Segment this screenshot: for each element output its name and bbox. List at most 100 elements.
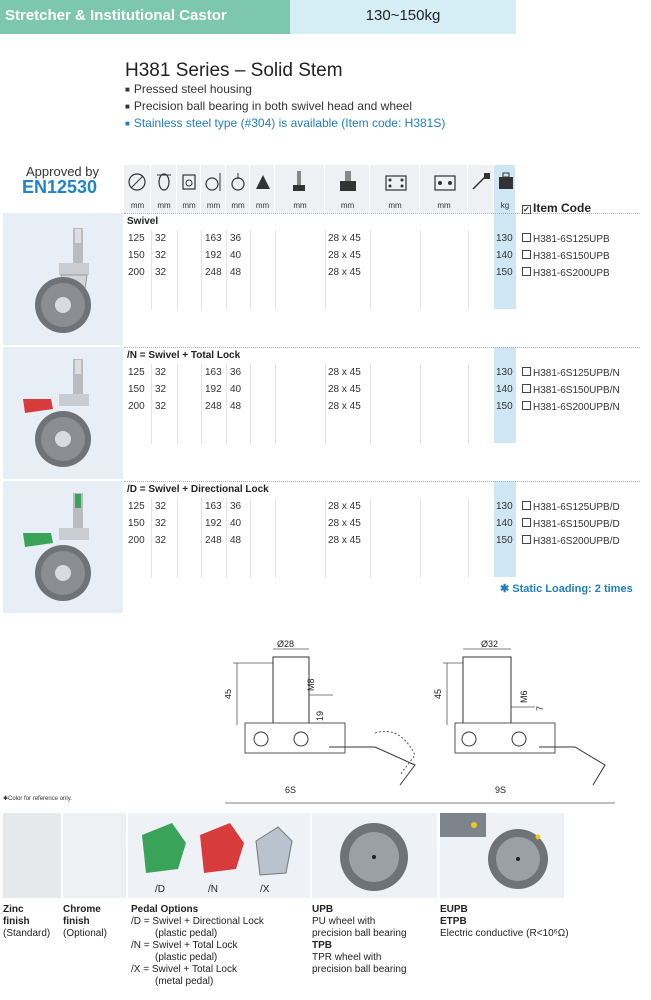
eupb-caption: EUPB ETPB Electric conductive (R<10⁶Ω) [440,904,569,939]
pedal-caption: Pedal Options /D = Swivel + Directional … [131,904,264,987]
unit-label: mm [231,201,245,210]
grid-line [468,498,469,578]
pedal-label: /X [260,884,270,895]
grid-line [420,364,421,444]
chrome-finish-image [63,813,126,898]
dim-length-6s: 19 [315,711,325,721]
housing-icon [182,174,196,190]
dim-diameter-6s: Ø28 [277,639,294,649]
unit-label: mm [130,201,145,210]
section-divider [124,213,640,214]
select-checkbox[interactable] [522,501,531,510]
select-checkbox[interactable] [522,367,531,376]
unit-label: mm [182,201,196,210]
grid-line [325,498,326,578]
grid-line [420,498,421,578]
header-load-range: 130~150kg [290,0,516,34]
column-header [201,165,226,213]
grid-line [370,364,371,444]
section-divider [124,347,640,348]
kg-column-bg [494,213,516,309]
feature-list: Pressed steel housing Precision ball bea… [125,81,446,132]
select-checkbox[interactable] [522,233,531,242]
stem-icon [293,171,305,191]
grid-line [226,498,227,578]
unit-label: mm [437,201,451,210]
swivel-offset-icon [231,173,245,191]
dim-thread-9s: M6 [519,690,529,703]
column-header [124,165,151,213]
item-code-label: Item Code [533,201,592,215]
pedal-label: /D [155,884,165,895]
plate-size-icon [385,175,407,191]
unit-label: mm [206,201,221,210]
dim-height-6s: 45 [225,689,233,699]
plate-height-icon [340,171,356,191]
color-note: ✱Color for reference only. [3,796,72,802]
static-loading-note: ✱ Static Loading: 2 times [500,583,633,595]
grid-line [151,364,152,444]
unit-label: mm [388,201,402,210]
grid-line [226,230,227,310]
grid-line [226,364,227,444]
grid-line [468,364,469,444]
feature-item: Pressed steel housing [125,81,445,98]
grid-line [275,498,276,578]
pedal-options-image [128,813,310,898]
weight-icon [499,172,513,189]
dim-height-9s: 45 [433,689,443,699]
product-photo-total-lock [3,347,123,479]
select-checkbox[interactable] [522,267,531,276]
bolt-hole-icon [434,175,456,191]
wheel-diameter-icon [128,173,146,191]
product-photo-swivel [3,213,123,345]
dim-thread-6s: M8 [306,678,316,691]
grid-line [370,498,371,578]
upb-wheel-image [312,813,437,898]
grid-line [201,364,202,444]
grid-line [370,230,371,310]
drawing-label-9s: 9S [495,785,506,795]
grid-line [325,364,326,444]
select-checkbox[interactable] [522,250,531,259]
stem-dimension-drawing: 45 Ø28 M8 19 6S 45 Ø32 M6 7 9S [225,639,615,804]
section-divider [124,481,640,482]
unit-label: mm [293,201,307,210]
column-header [370,165,420,213]
grid-line [275,230,276,310]
select-checkbox[interactable] [522,518,531,527]
grid-line [201,498,202,578]
feature-item: Stainless steel type (#304) is available… [125,115,446,132]
upb-caption: UPB PU wheel with precision ball bearing… [312,904,407,975]
grid-line [275,364,276,444]
grid-line [151,230,152,310]
kg-column-bg [494,347,516,443]
bolt-size-icon [472,173,490,190]
product-photo-directional-lock [3,481,123,613]
standard-label: EN12530 [22,177,98,197]
mount-icon [256,175,270,189]
kg-column-bg [494,481,516,577]
zinc-finish-image [3,813,61,898]
section-title: /D = Swivel + Directional Lock [127,484,269,495]
overall-height-icon [205,173,221,191]
unit-label: mm [157,201,171,210]
grid-line [151,498,152,578]
grid-line [250,230,251,310]
grid-line [177,498,178,578]
drawing-label-6s: 6S [285,785,296,795]
grid-line [177,230,178,310]
grid-line [325,230,326,310]
grid-line [468,230,469,310]
select-checkbox[interactable] [522,401,531,410]
select-checkbox[interactable] [522,384,531,393]
select-checkbox[interactable] [522,535,531,544]
unit-label: mm [340,201,355,210]
column-header [420,165,468,213]
grid-line [420,230,421,310]
